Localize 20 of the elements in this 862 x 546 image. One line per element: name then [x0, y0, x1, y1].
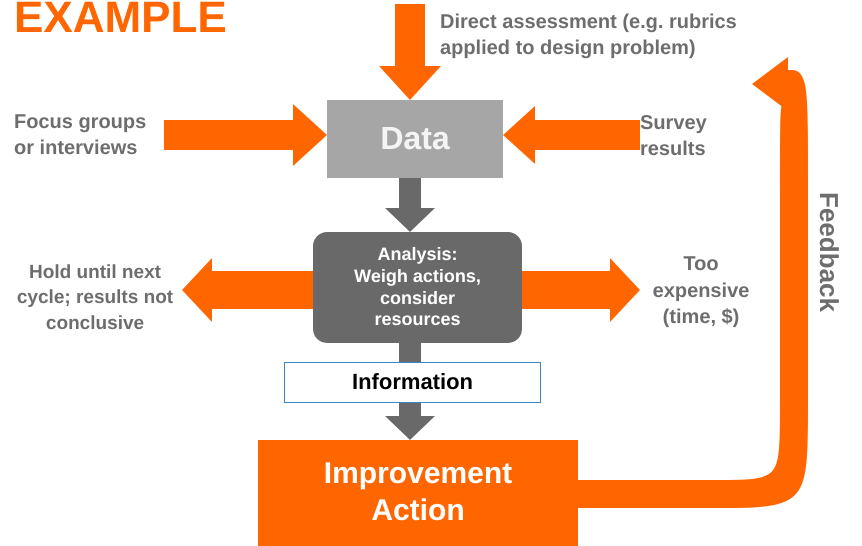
source-text: Too expensive (time, $) [652, 252, 750, 330]
source-text: Survey results [640, 110, 708, 162]
edge-label: Feedback [814, 192, 844, 312]
connector [399, 343, 421, 362]
block-arrow [578, 57, 808, 508]
block-arrow [182, 258, 313, 322]
block-arrow [385, 403, 435, 440]
source-text: Focus groups or interviews [14, 110, 148, 161]
process-box: Data [327, 100, 503, 178]
title: EXAMPLE [14, 0, 227, 42]
source-text: Hold until next cycle; results not conclusive [16, 261, 174, 336]
block-arrow [503, 106, 640, 164]
output-box: Information [284, 362, 541, 403]
block-arrow [522, 258, 640, 322]
source-text: Direct assessment (e.g. rubrics applied to design problem) [440, 10, 738, 61]
block-arrow [385, 178, 435, 232]
block-arrow [379, 4, 441, 100]
block-arrow [164, 104, 327, 166]
action-box: Improvement Action [258, 440, 578, 546]
process-box: Analysis: Weigh actions, consider resources [313, 232, 522, 343]
